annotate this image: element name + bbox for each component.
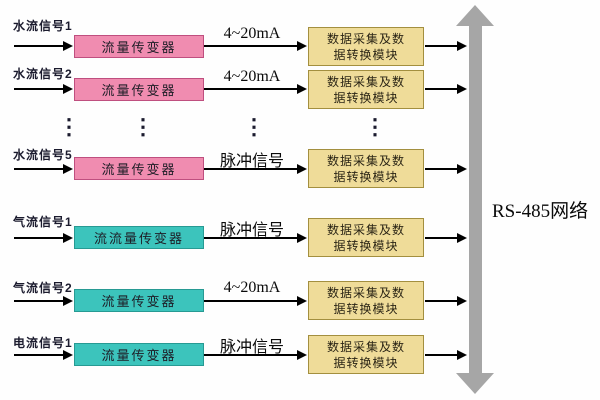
arrow-line bbox=[425, 354, 458, 356]
arrow-line bbox=[14, 354, 65, 356]
arrow-line bbox=[204, 88, 298, 90]
arrow-right-icon bbox=[297, 84, 307, 94]
signal-type-label: 脉冲信号 bbox=[219, 153, 284, 170]
arrow-line bbox=[204, 354, 298, 356]
data-module-line2: 据转换模块 bbox=[333, 356, 399, 370]
signal-type-label: 4~20mA bbox=[223, 68, 281, 85]
vertical-ellipsis: ⋮ bbox=[58, 114, 80, 139]
arrow-line bbox=[204, 45, 298, 47]
arrow-right-icon bbox=[63, 296, 73, 306]
data-module-line2: 据转换模块 bbox=[333, 48, 399, 62]
data-module-line2: 据转换模块 bbox=[333, 302, 399, 316]
vertical-ellipsis: ⋮ bbox=[243, 114, 265, 139]
arrow-right-icon bbox=[457, 41, 467, 51]
arrow-line bbox=[425, 300, 458, 302]
arrow-line bbox=[14, 45, 65, 47]
vertical-ellipsis: ⋮ bbox=[132, 114, 154, 139]
input-signal-label: 水流信号2 bbox=[13, 67, 73, 81]
data-module-line1: 数据采集及数 bbox=[326, 75, 405, 89]
flow-transmitter-box: 流量传变器 bbox=[74, 289, 204, 312]
data-module-box: 数据采集及数 据转换模块 bbox=[308, 335, 424, 374]
arrow-line bbox=[204, 300, 298, 302]
rs485-bus-bar bbox=[469, 24, 482, 374]
arrow-right-icon bbox=[297, 296, 307, 306]
arrow-right-icon bbox=[297, 233, 307, 243]
arrow-line bbox=[204, 237, 298, 239]
data-module-line1: 数据采集及数 bbox=[326, 32, 405, 46]
arrow-line bbox=[425, 168, 458, 170]
arrow-right-icon bbox=[457, 296, 467, 306]
data-module-line2: 据转换模块 bbox=[333, 91, 399, 105]
input-signal-label: 水流信号5 bbox=[13, 148, 73, 162]
arrow-line bbox=[204, 168, 298, 170]
input-signal-label: 水流信号1 bbox=[13, 19, 73, 33]
arrow-right-icon bbox=[63, 350, 73, 360]
rs485-network-label: RS-485网络 bbox=[492, 201, 589, 222]
signal-type-label: 4~20mA bbox=[223, 279, 281, 296]
arrow-right-icon bbox=[63, 164, 73, 174]
arrow-line bbox=[425, 237, 458, 239]
arrow-line bbox=[14, 88, 65, 90]
data-module-line1: 数据采集及数 bbox=[326, 286, 405, 300]
arrow-right-icon bbox=[63, 84, 73, 94]
data-module-box: 数据采集及数 据转换模块 bbox=[308, 27, 424, 66]
flow-transmitter-box: 流量传变器 bbox=[74, 343, 204, 366]
arrow-right-icon bbox=[297, 164, 307, 174]
arrow-right-icon bbox=[457, 164, 467, 174]
arrow-line bbox=[425, 45, 458, 47]
arrow-right-icon bbox=[457, 350, 467, 360]
arrow-line bbox=[425, 88, 458, 90]
arrow-right-icon bbox=[457, 84, 467, 94]
arrow-right-icon bbox=[297, 41, 307, 51]
signal-type-label: 脉冲信号 bbox=[219, 222, 284, 239]
data-module-box: 数据采集及数 据转换模块 bbox=[308, 149, 424, 188]
data-module-box: 数据采集及数 据转换模块 bbox=[308, 70, 424, 109]
flow-transmitter-box: 流量传变器 bbox=[74, 35, 204, 58]
data-module-line1: 数据采集及数 bbox=[326, 154, 405, 168]
data-module-line1: 数据采集及数 bbox=[326, 340, 405, 354]
arrow-line bbox=[14, 168, 65, 170]
data-module-line2: 据转换模块 bbox=[333, 170, 399, 184]
flow-transmitter-box: 流量传变器 bbox=[74, 157, 204, 180]
signal-type-label: 脉冲信号 bbox=[219, 339, 284, 356]
flow-transmitter-box: 流量传变器 bbox=[74, 78, 204, 101]
input-signal-label: 气流信号1 bbox=[13, 215, 73, 229]
data-module-line1: 数据采集及数 bbox=[326, 223, 405, 237]
arrow-right-icon bbox=[297, 350, 307, 360]
flow-transmitter-box: 流流量传变器 bbox=[74, 226, 204, 249]
data-module-line2: 据转换模块 bbox=[333, 239, 399, 253]
arrow-right-icon bbox=[63, 41, 73, 51]
signal-type-label: 4~20mA bbox=[223, 25, 281, 42]
rs485-bus-arrow-down-icon bbox=[456, 373, 494, 394]
data-module-box: 数据采集及数 据转换模块 bbox=[308, 218, 424, 257]
data-module-box: 数据采集及数 据转换模块 bbox=[308, 281, 424, 320]
vertical-ellipsis: ⋮ bbox=[364, 114, 386, 139]
input-signal-label: 气流信号2 bbox=[13, 281, 73, 295]
input-signal-label: 电流信号1 bbox=[13, 336, 73, 350]
arrow-right-icon bbox=[457, 233, 467, 243]
arrow-line bbox=[14, 300, 65, 302]
arrow-line bbox=[14, 237, 65, 239]
arrow-right-icon bbox=[63, 233, 73, 243]
rs485-bus-arrow-up-icon bbox=[456, 5, 494, 26]
